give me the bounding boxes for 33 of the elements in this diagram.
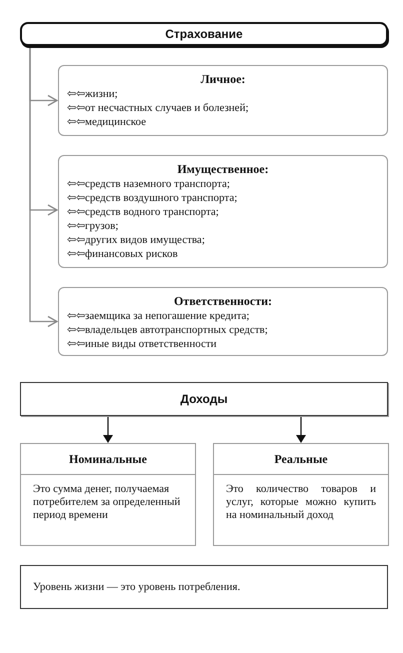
list-item: ⇦⇦жизни; bbox=[67, 87, 119, 101]
box-title: Страхование bbox=[165, 27, 243, 41]
list-item: ⇦⇦средств наземного транспорта; bbox=[67, 177, 231, 191]
list-item: ⇦⇦владельцев автотранспортных средств; bbox=[67, 323, 269, 337]
box-heading: Имущественное: bbox=[176, 161, 270, 177]
list-item: ⇦⇦грузов; bbox=[67, 219, 120, 233]
list-item: ⇦⇦средств воздушного транспорта; bbox=[67, 191, 238, 205]
box-heading: Реальные bbox=[214, 444, 388, 475]
rounded-title-box bbox=[20, 22, 388, 46]
note-box bbox=[20, 565, 388, 609]
list-item: ⇦⇦финансовых рисков bbox=[67, 247, 179, 261]
arrow bbox=[29, 46, 58, 328]
list-item: ⇦⇦от несчастных случаев и болезней; bbox=[67, 101, 250, 115]
rounded-box bbox=[58, 65, 388, 136]
rounded-box bbox=[58, 155, 388, 268]
definition-box bbox=[20, 443, 196, 546]
definition-box bbox=[213, 443, 389, 546]
box-description: Это сумма денег, получаемая потребителем за определенный период времени bbox=[32, 482, 182, 522]
list-item: ⇦⇦иные виды ответственности bbox=[67, 337, 218, 351]
arrow bbox=[296, 416, 306, 443]
list-item: ⇦⇦средств водного транспорта; bbox=[67, 205, 220, 219]
box-heading: Ответственности: bbox=[172, 293, 274, 309]
box-description: Это количество товаров и услуг, которые можно купить на номинальный доход bbox=[225, 482, 377, 522]
arrow bbox=[103, 416, 113, 443]
list-item: ⇦⇦заемщика за непогашение кредита; bbox=[67, 309, 250, 323]
title-box bbox=[20, 382, 388, 416]
box-heading: Личное: bbox=[200, 71, 246, 87]
box-heading: Номинальные bbox=[21, 444, 195, 475]
note-text: Уровень жизни — это уровень потребления. bbox=[33, 580, 240, 594]
box-title: Доходы bbox=[180, 392, 228, 406]
list-item: ⇦⇦медицинское bbox=[67, 115, 148, 129]
list-item: ⇦⇦других видов имущества; bbox=[67, 233, 206, 247]
rounded-box bbox=[58, 287, 388, 356]
